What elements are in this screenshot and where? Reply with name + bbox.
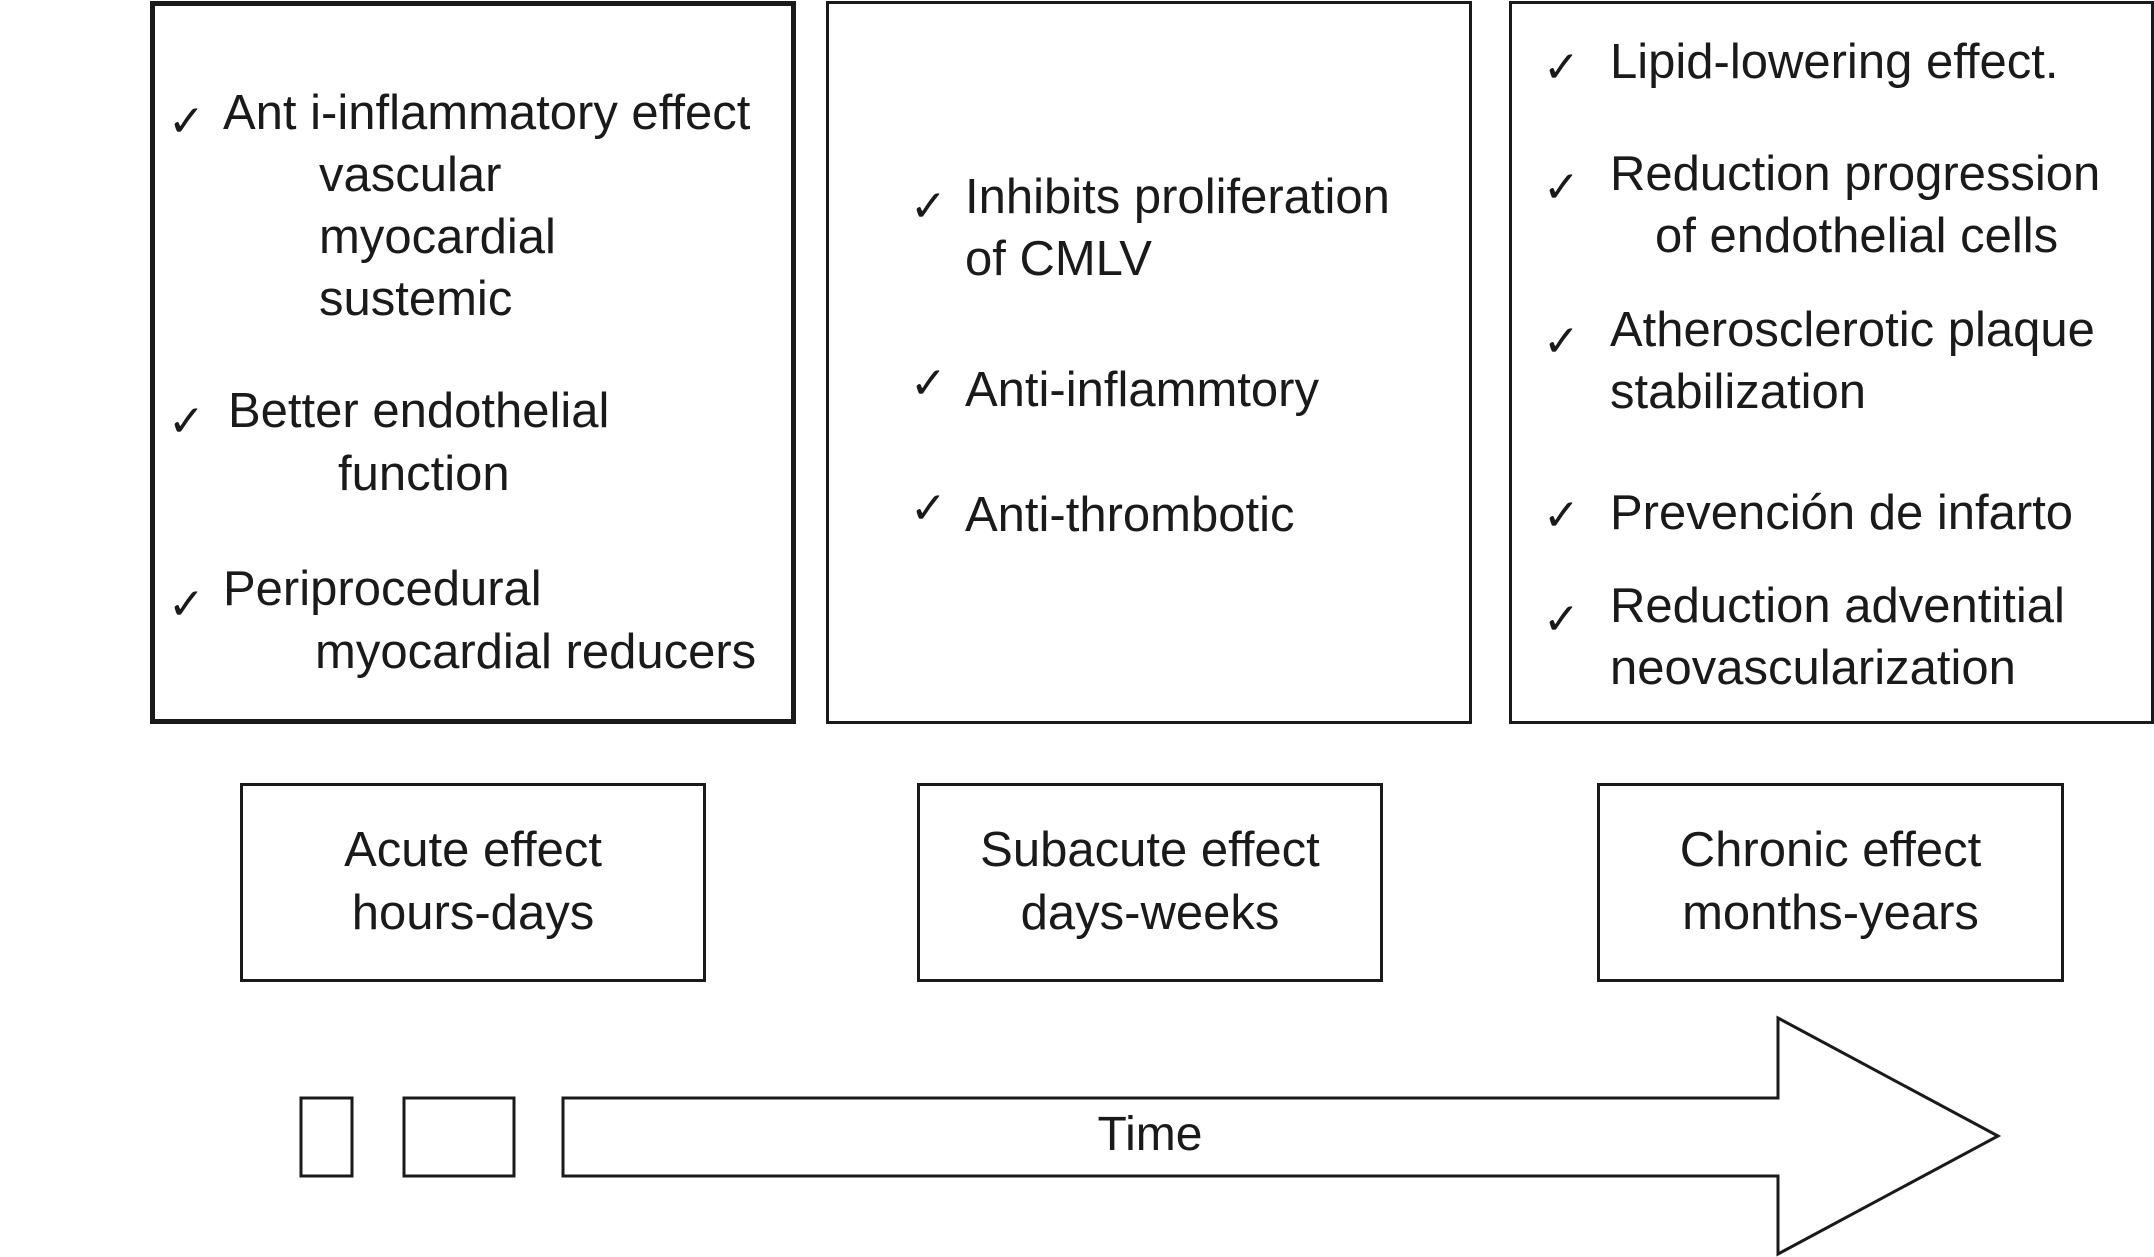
timeline-small-block (299, 1096, 354, 1178)
subacute-item-1-line-1: Inhibits proliferation (965, 170, 1390, 224)
subacute-item-3-line-1: Anti-thrombotic (965, 488, 1295, 542)
acute-effects-panel (150, 1, 796, 724)
check-mark-icon: ✓ (910, 483, 947, 534)
check-mark-icon: ✓ (1543, 594, 1580, 645)
check-mark-icon: ✓ (168, 396, 205, 447)
chronic-item-5-line-1: Reduction adventitial (1610, 579, 2065, 633)
subacute-effects-panel (826, 1, 1472, 724)
subacute-effect-label: Subacute effect days-weeks (917, 783, 1383, 982)
right-arrow-icon (561, 1015, 2002, 1257)
subacute-effect-duration: days-weeks (1020, 886, 1280, 940)
check-mark-icon: ✓ (1543, 42, 1580, 93)
subacute-effect-title: Subacute effect (980, 823, 1320, 877)
chronic-effects-panel (1509, 1, 2154, 724)
check-mark-icon: ✓ (1543, 490, 1580, 541)
chronic-item-3-line-2: stabilization (1610, 365, 1867, 419)
chronic-effect-label: Chronic effect months-years (1597, 783, 2064, 982)
chronic-item-2-line-1: Reduction progression (1610, 147, 2101, 201)
check-mark-icon: ✓ (910, 181, 947, 232)
acute-item-3-line-1: Periprocedural (223, 562, 542, 616)
acute-item-2-line-2: function (338, 447, 510, 501)
chronic-item-2-line-2: of endothelial cells (1655, 209, 2059, 263)
chronic-item-4-line-1: Prevención de infarto (1610, 486, 2074, 540)
chronic-effect-title: Chronic effect (1679, 823, 1982, 877)
acute-item-1-line-4: sustemic (319, 272, 513, 326)
acute-item-2-line-1: Better endothelial (228, 384, 610, 438)
timeline-medium-block (402, 1096, 516, 1178)
acute-effect-title: Acute effect (344, 823, 602, 877)
subacute-item-1-line-2: of CMLV (965, 232, 1152, 286)
check-mark-icon: ✓ (1543, 316, 1580, 367)
subacute-item-2-line-1: Anti-inflammtory (965, 363, 1319, 417)
timeline: Time (299, 1015, 2002, 1257)
acute-effect-duration: hours-days (351, 886, 595, 940)
acute-effect-label: Acute effect hours-days (240, 783, 706, 982)
check-mark-icon: ✓ (168, 96, 205, 147)
acute-item-1-line-2: vascular (319, 148, 502, 202)
check-mark-icon: ✓ (910, 358, 947, 409)
check-mark-icon: ✓ (1543, 162, 1580, 213)
acute-item-1-line-3: myocardial (319, 210, 556, 264)
chronic-item-5-line-2: neovascularization (1610, 641, 2016, 695)
timeline-label: Time (1098, 1108, 1203, 1161)
check-mark-icon: ✓ (168, 579, 205, 630)
chronic-effect-duration: months-years (1682, 886, 1979, 940)
chronic-item-3-line-1: Atherosclerotic plaque (1610, 303, 2095, 357)
chronic-item-1-line-1: Lipid-lowering effect. (1610, 35, 2059, 89)
acute-item-3-line-2: myocardial reducers (315, 625, 757, 679)
acute-item-1-line-1: Ant i-inflammatory effect (223, 86, 751, 140)
